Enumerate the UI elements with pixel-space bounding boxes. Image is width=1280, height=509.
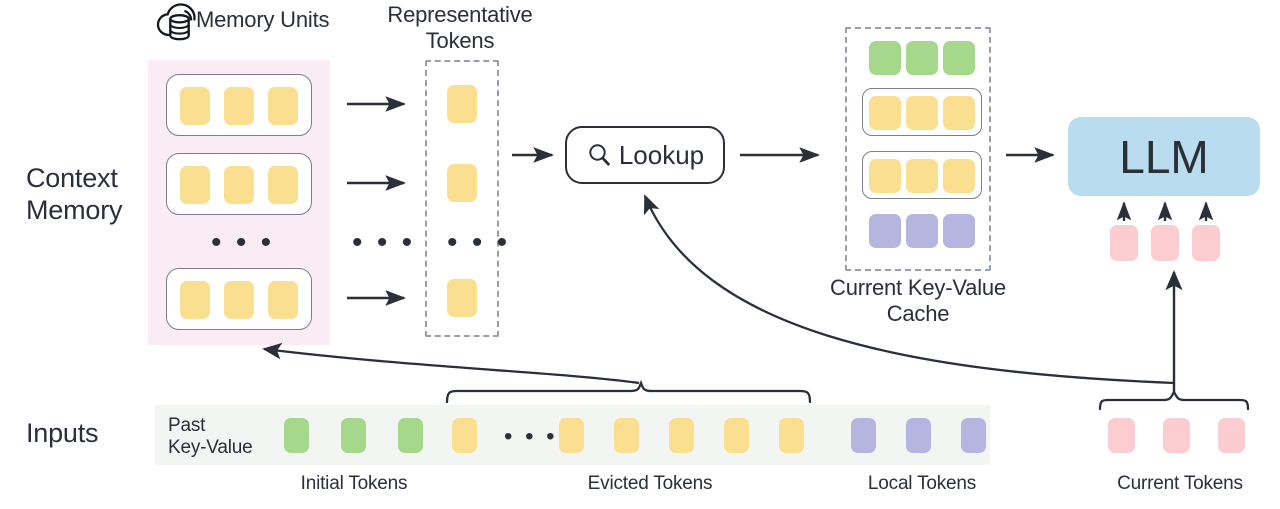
memory-token <box>180 87 210 125</box>
current-tokens-brace <box>1098 389 1250 411</box>
input-token-current <box>1218 418 1245 453</box>
context-memory-row-label: Context Memory <box>26 163 123 225</box>
input-token-current <box>1108 418 1135 453</box>
input-token-current <box>1163 418 1190 453</box>
arrow-evicted-to-context-memory <box>262 342 640 385</box>
representative-token-2 <box>447 164 477 202</box>
input-token-evicted <box>724 418 749 453</box>
representative-token-n <box>447 279 477 317</box>
kv-cache-token-retrieved <box>943 159 975 193</box>
local-tokens-caption: Local Tokens <box>867 473 977 494</box>
evicted-tokens-caption: Evicted Tokens <box>587 473 713 494</box>
memory-token <box>180 281 210 319</box>
cloud-database-icon <box>155 2 201 44</box>
llm-node[interactable]: LLM <box>1068 117 1260 196</box>
representative-token-1 <box>447 85 477 123</box>
kv-cache-token-initial <box>943 41 975 75</box>
input-token-local <box>906 418 931 453</box>
memory-token <box>224 281 254 319</box>
memory-token <box>268 166 298 204</box>
llm-input-token <box>1192 225 1220 261</box>
past-key-value-label: Past Key-Value <box>168 415 253 459</box>
evicted-tokens-brace <box>445 379 812 404</box>
kv-cache-retrieved-group-2[interactable] <box>862 151 982 199</box>
unit-arrows-ellipsis: • • • <box>352 226 416 259</box>
evicted-tokens-ellipsis: • • • <box>504 423 558 450</box>
kv-cache-token-local <box>906 214 938 248</box>
kv-cache-token-retrieved <box>906 159 938 193</box>
llm-input-token <box>1110 225 1138 261</box>
representative-tokens-box <box>425 60 499 337</box>
input-token-initial <box>398 418 423 453</box>
inputs-row-label: Inputs <box>26 418 99 448</box>
memory-token <box>224 87 254 125</box>
kv-cache-token-retrieved <box>943 96 975 130</box>
input-token-evicted <box>452 418 477 453</box>
input-token-evicted <box>669 418 694 453</box>
input-token-evicted <box>559 418 584 453</box>
memory-unit-n[interactable] <box>166 268 312 330</box>
llm-label: LLM <box>1119 130 1209 183</box>
input-token-evicted <box>779 418 804 453</box>
input-token-local <box>851 418 876 453</box>
memory-unit-arrows <box>347 96 407 306</box>
search-icon <box>586 142 612 168</box>
memory-units-ellipsis: • • • <box>211 226 275 259</box>
lookup-label: Lookup <box>618 139 705 170</box>
representative-tokens-heading: Representative Tokens <box>387 2 533 53</box>
memory-token <box>268 281 298 319</box>
input-token-local <box>961 418 986 453</box>
input-token-evicted <box>614 418 639 453</box>
memory-token <box>268 87 298 125</box>
memory-unit-2[interactable] <box>166 153 312 215</box>
kv-cache-token-local <box>869 214 901 248</box>
representative-tokens-ellipsis: • • • <box>447 226 511 259</box>
input-token-initial <box>284 418 309 453</box>
kv-cache-token-retrieved <box>906 96 938 130</box>
llm-input-token <box>1151 225 1179 261</box>
kv-cache-token-retrieved <box>869 159 901 193</box>
memory-token <box>224 166 254 204</box>
memory-units-heading: Memory Units <box>196 7 330 32</box>
lookup-node[interactable]: Lookup <box>565 126 725 184</box>
kv-cache-token-initial <box>869 41 901 75</box>
current-tokens-caption: Current Tokens <box>1117 473 1243 494</box>
kv-cache-token-local <box>943 214 975 248</box>
current-token-to-llm-arrows <box>1116 201 1214 221</box>
kv-cache-token-initial <box>906 41 938 75</box>
memory-unit-1[interactable] <box>166 74 312 136</box>
kv-cache-token-retrieved <box>869 96 901 130</box>
initial-tokens-caption: Initial Tokens <box>300 473 408 494</box>
input-token-initial <box>341 418 366 453</box>
current-kv-cache-caption: Current Key-Value Cache <box>830 275 1006 326</box>
memory-token <box>180 166 210 204</box>
kv-cache-retrieved-group-1[interactable] <box>862 88 982 136</box>
